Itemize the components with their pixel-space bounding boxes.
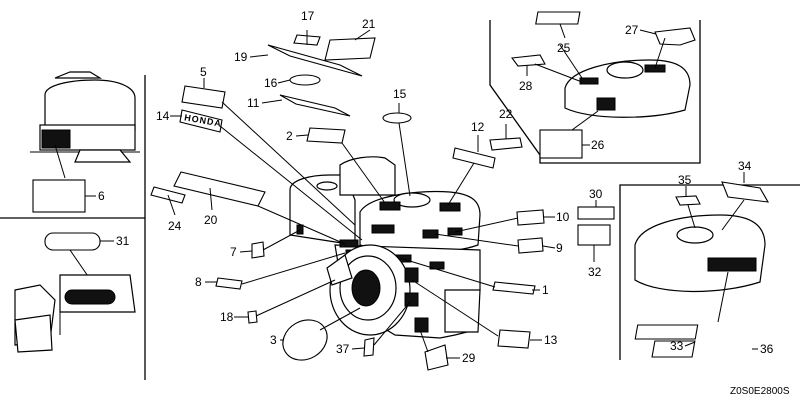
callout-5: 5	[200, 65, 207, 79]
callout-3: 3	[270, 333, 277, 347]
callout-37: 37	[336, 342, 350, 356]
label-37-shape	[363, 337, 375, 357]
label-13-shape	[497, 329, 531, 349]
label-6-shape	[32, 179, 86, 213]
callout-14: 14	[156, 109, 170, 123]
callout-2: 2	[286, 129, 293, 143]
label-29-shape	[424, 344, 449, 371]
callout-22: 22	[499, 107, 513, 121]
label-16-shape	[289, 74, 321, 86]
callout-24: 24	[168, 219, 182, 233]
inset-tank-top-right	[510, 11, 696, 159]
label-10-shape	[516, 209, 545, 226]
callout-7: 7	[230, 245, 237, 259]
label-25-shape	[535, 11, 581, 25]
label-27-shape	[654, 27, 696, 46]
label-22-shape	[489, 137, 523, 151]
label-5-shape	[181, 85, 226, 109]
labels-30-32	[577, 206, 615, 246]
callout-numbers: 17 21 19 16 5 11 14 15 2 22 12 24 20 7 1…	[85, 9, 774, 365]
callout-9: 9	[556, 241, 563, 255]
label-9-shape	[517, 237, 544, 254]
label-15-shape	[382, 112, 412, 124]
label-32-shape	[577, 224, 611, 246]
label-20-shape	[173, 171, 266, 207]
label-19-shape	[267, 44, 363, 77]
callout-15: 15	[393, 87, 407, 101]
callout-11: 11	[247, 96, 260, 110]
callout-36: 36	[760, 342, 774, 356]
callout-16: 16	[264, 76, 278, 90]
callout-33: 33	[670, 339, 684, 353]
callout-30: 30	[589, 187, 603, 201]
label-2-shape	[306, 127, 346, 144]
callout-26: 26	[591, 138, 605, 152]
callout-10: 10	[556, 210, 570, 224]
callout-25: 25	[557, 41, 571, 55]
label-18-shape	[247, 310, 258, 324]
callout-27: 27	[625, 23, 639, 37]
callout-13: 13	[544, 333, 558, 347]
callout-1: 1	[542, 283, 549, 297]
label-33-shape	[634, 324, 699, 340]
main-engine	[289, 156, 481, 339]
label-3-shape	[282, 319, 328, 361]
label-28-shape	[510, 54, 546, 67]
callout-17: 17	[301, 9, 315, 23]
callout-6: 6	[98, 189, 105, 203]
callout-12: 12	[471, 120, 485, 134]
callout-29: 29	[462, 351, 476, 365]
label-8-shape	[215, 277, 243, 290]
label-35-shape	[675, 195, 701, 206]
callout-34: 34	[738, 159, 752, 173]
callout-35: 35	[678, 173, 692, 187]
callout-20: 20	[204, 213, 218, 227]
callout-21: 21	[362, 17, 376, 31]
callout-18: 18	[220, 310, 234, 324]
label-30-shape	[577, 206, 615, 220]
callout-31: 31	[116, 234, 130, 248]
label-12-shape	[452, 147, 496, 169]
callout-32: 32	[588, 265, 602, 279]
inset-engine-top-left	[30, 71, 140, 213]
label-26-shape	[539, 129, 583, 159]
label-1-shape	[492, 281, 536, 295]
label-21-shape	[324, 37, 376, 61]
callout-28: 28	[519, 79, 533, 93]
callout-19: 19	[234, 50, 248, 64]
label-14-shape	[179, 109, 223, 133]
label-34-shape	[721, 181, 770, 203]
floating-labels: HONDA	[150, 34, 545, 371]
label-7-shape	[251, 241, 265, 259]
leader-lines	[219, 101, 519, 353]
diagram-code: Z0S0E2800S	[730, 386, 790, 397]
label-31-shape	[44, 232, 101, 251]
inset-engine-bottom-left	[14, 232, 136, 353]
label-36-shape	[651, 340, 696, 358]
label-11-shape	[279, 94, 351, 117]
callout-8: 8	[195, 275, 202, 289]
inset-tank-bottom-right	[634, 181, 770, 358]
